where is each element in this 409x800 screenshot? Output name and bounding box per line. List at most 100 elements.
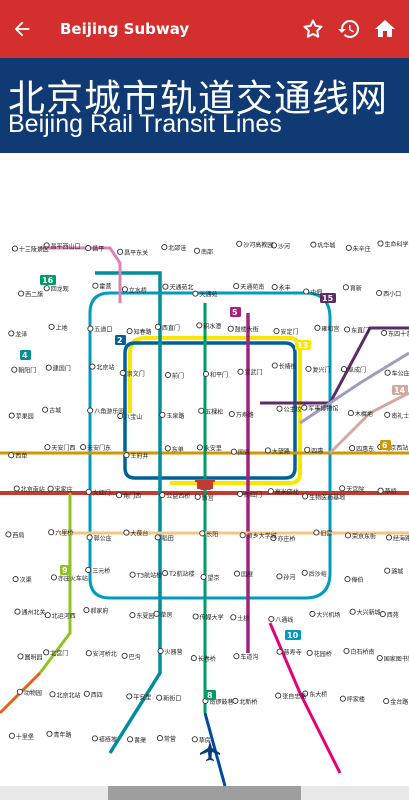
station-dot[interactable] <box>50 574 57 581</box>
station-dot[interactable] <box>381 329 388 336</box>
station-dot[interactable] <box>239 532 246 539</box>
station-dot[interactable] <box>268 615 275 623</box>
station-dot[interactable] <box>376 289 383 297</box>
station-dot[interactable] <box>46 730 53 737</box>
station-label[interactable]: 昌平 <box>92 246 104 253</box>
station-dot[interactable] <box>194 493 201 500</box>
station-label[interactable]: 草桥 <box>385 488 397 496</box>
station-dot[interactable] <box>83 690 90 697</box>
station-label[interactable]: 积水潭 <box>203 322 221 330</box>
station-dot[interactable] <box>85 650 92 657</box>
station-dot[interactable] <box>301 569 308 576</box>
station-label[interactable]: 回龙观 <box>51 285 69 293</box>
horizontal-scrollbar-thumb[interactable] <box>108 786 301 800</box>
station-dot[interactable] <box>157 647 164 655</box>
station-dot[interactable] <box>270 242 278 249</box>
station-dot[interactable] <box>306 649 313 656</box>
station-label[interactable]: 和平门 <box>210 371 228 379</box>
station-dot[interactable] <box>384 567 391 574</box>
station-dot[interactable] <box>92 282 99 289</box>
station-dot[interactable] <box>159 491 166 499</box>
station-label[interactable]: 大兴机场 <box>316 611 340 619</box>
station-label[interactable]: 公主坟 <box>284 406 302 414</box>
station-dot[interactable] <box>384 411 391 418</box>
station-dot[interactable] <box>303 288 310 295</box>
station-label[interactable]: 北新桥 <box>239 698 257 706</box>
station-dot[interactable] <box>349 608 356 615</box>
station-label[interactable]: 建国门 <box>53 365 71 373</box>
station-label[interactable]: 宋家庄 <box>55 486 73 494</box>
station-label[interactable]: 北京站 <box>96 364 114 372</box>
station-dot[interactable] <box>192 613 199 620</box>
station-dot[interactable] <box>339 695 346 702</box>
station-label[interactable]: 沙河高教园 <box>243 241 273 249</box>
station-dot[interactable] <box>230 614 237 621</box>
station-label[interactable]: 常营 <box>164 735 176 743</box>
station-dot[interactable] <box>49 691 56 698</box>
station-dot[interactable] <box>379 611 386 618</box>
station-dot[interactable] <box>8 412 15 419</box>
favorite-button[interactable] <box>295 0 331 58</box>
station-dot[interactable] <box>264 447 271 454</box>
station-dot[interactable] <box>345 244 352 251</box>
station-dot[interactable] <box>310 241 317 248</box>
station-dot[interactable] <box>85 488 92 495</box>
station-label[interactable]: 巴沟 <box>129 653 141 661</box>
station-label[interactable]: 草房 <box>161 611 173 619</box>
station-label[interactable]: T2航站楼 <box>168 570 194 578</box>
station-label[interactable]: 玉泉路 <box>166 412 184 420</box>
station-dot[interactable] <box>198 407 205 414</box>
station-label[interactable]: 王府井 <box>131 452 149 460</box>
station-label[interactable]: 土桥 <box>237 614 249 622</box>
station-dot[interactable] <box>304 446 311 453</box>
station-label[interactable]: 郭公庄 <box>94 534 112 542</box>
station-label[interactable]: 巩华城 <box>317 242 335 250</box>
station-label[interactable]: 白石桥南 <box>351 648 375 656</box>
station-dot[interactable] <box>85 566 92 573</box>
station-dot[interactable] <box>236 240 243 247</box>
station-label[interactable]: 天安门东 <box>87 444 111 452</box>
station-dot[interactable] <box>121 286 128 293</box>
station-label[interactable]: 龙泽 <box>15 330 27 338</box>
station-dot[interactable] <box>164 371 172 379</box>
station-dot[interactable] <box>191 736 198 743</box>
station-dot[interactable] <box>123 452 130 459</box>
station-dot[interactable] <box>154 534 161 541</box>
station-dot[interactable] <box>344 576 351 583</box>
station-label[interactable]: 高米店北 <box>275 488 299 496</box>
station-label[interactable]: 沙河 <box>278 242 290 250</box>
station-dot[interactable] <box>302 690 309 697</box>
station-dot[interactable] <box>377 487 384 494</box>
station-label[interactable]: 南邵 <box>201 248 213 256</box>
station-dot[interactable] <box>156 694 163 701</box>
station-dot[interactable] <box>121 652 128 659</box>
station-dot[interactable] <box>236 490 244 498</box>
station-label[interactable]: 稻田 <box>162 534 174 542</box>
station-dot[interactable] <box>8 732 15 739</box>
station-dot[interactable] <box>87 407 94 414</box>
station-dot[interactable] <box>340 366 348 373</box>
station-label[interactable]: T3航站楼 <box>136 572 162 580</box>
station-label[interactable]: 北京西站 <box>384 444 408 452</box>
station-dot[interactable] <box>5 531 12 538</box>
station-dot[interactable] <box>129 612 136 619</box>
station-label[interactable]: 黄渠 <box>134 736 146 744</box>
station-label[interactable]: 慈寿寺 <box>284 649 302 657</box>
station-label[interactable]: 阜成门 <box>348 366 366 374</box>
station-dot[interactable] <box>302 493 309 500</box>
station-label[interactable]: 八角游乐园 <box>94 408 124 416</box>
station-label[interactable]: 西单 <box>15 452 27 460</box>
station-label[interactable]: 昌平东关 <box>124 249 148 257</box>
station-label[interactable]: 车道沟 <box>240 653 258 661</box>
station-dot[interactable] <box>162 283 169 290</box>
station-dot[interactable] <box>384 369 391 376</box>
station-dot[interactable] <box>349 445 356 452</box>
station-dot[interactable] <box>43 649 50 656</box>
station-label[interactable]: 古城 <box>49 407 61 415</box>
station-dot[interactable] <box>85 245 92 252</box>
station-dot[interactable] <box>44 444 51 451</box>
station-dot[interactable] <box>119 369 126 377</box>
station-dot[interactable] <box>385 534 393 541</box>
subway-map-canvas[interactable]: 十三陵景区昌平西山口昌平昌平东关北邵洼南邵沙河高教园沙河巩华城朱辛庄生命科学园西… <box>0 153 409 786</box>
station-label[interactable]: 长椿街 <box>279 363 297 371</box>
